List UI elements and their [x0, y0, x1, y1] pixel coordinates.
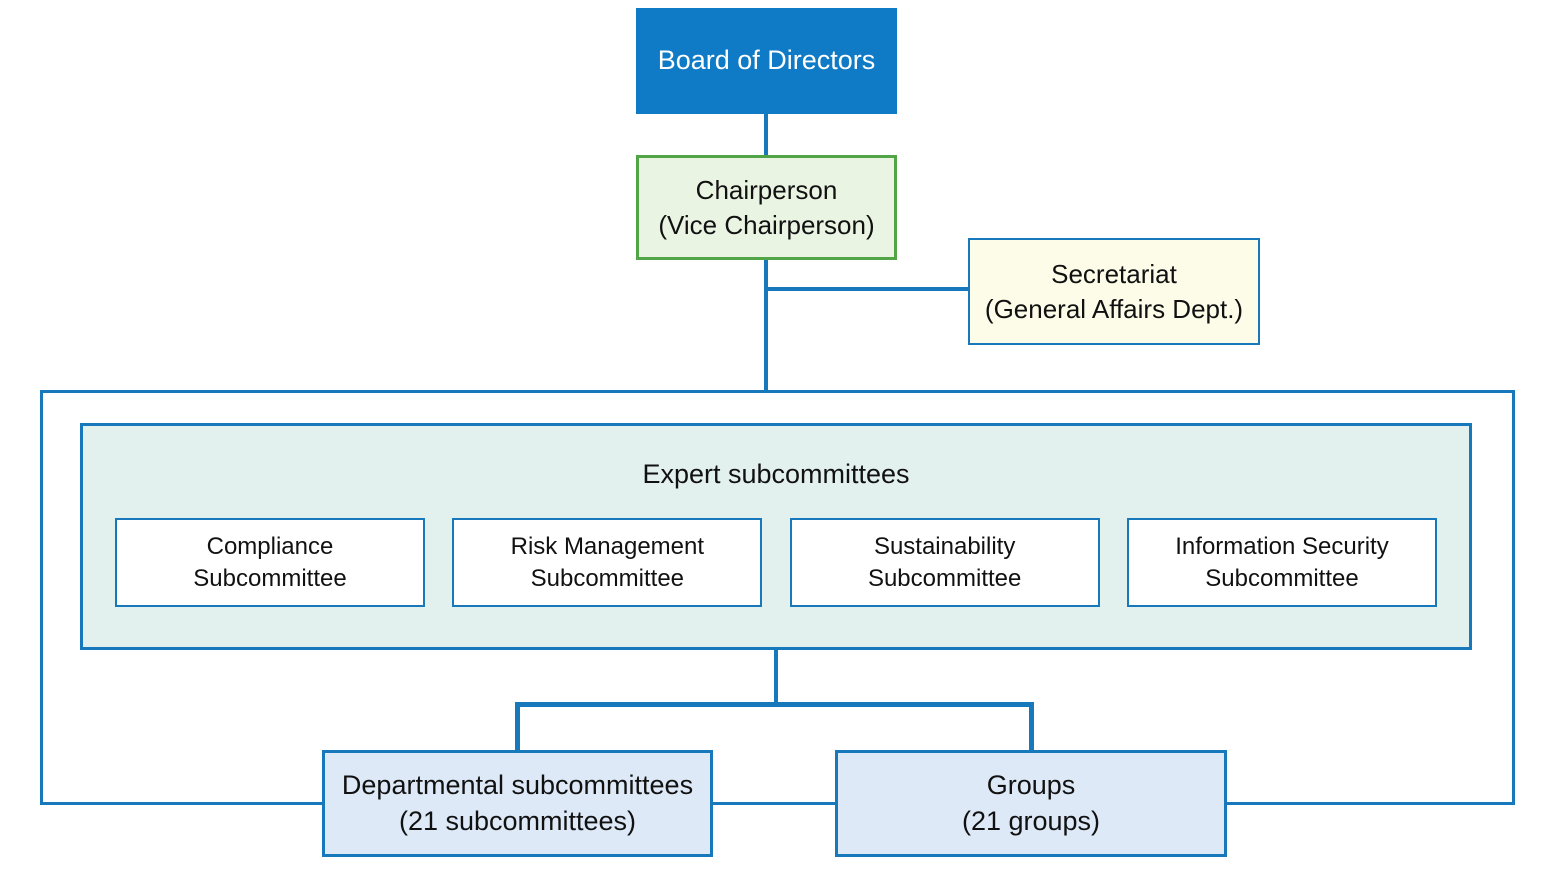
connector-branch-groups: [1029, 702, 1034, 750]
subcommittee-box-compliance: Compliance Subcommittee: [115, 518, 425, 607]
subcommittee-label-line2: Subcommittee: [530, 564, 685, 592]
groups-box: Groups (21 groups): [835, 750, 1227, 857]
subcommittee-label-line2: Subcommittee: [1205, 564, 1359, 592]
outer-frame: [40, 390, 1515, 805]
connector-branch-departmental: [515, 702, 520, 750]
groups-label-line1: Groups: [986, 769, 1076, 800]
secretariat-box: Secretariat (General Affairs Dept.): [968, 238, 1260, 345]
board-of-directors-label: Board of Directors: [657, 45, 876, 76]
chairperson-label-line1: Chairperson: [695, 175, 838, 206]
secretariat-label-line1: Secretariat: [1051, 259, 1177, 290]
subcommittee-label-line1: Risk Management: [510, 532, 705, 560]
expert-subcommittees-title: Expert subcommittees: [642, 459, 910, 489]
subcommittee-label-line1: Information Security: [1175, 532, 1389, 560]
groups-label-line2: (21 groups): [961, 805, 1101, 836]
subcommittee-box-risk-management: Risk Management Subcommittee: [452, 518, 763, 607]
connector-branch-horizontal: [515, 702, 1034, 707]
chairperson-label-line2: (Vice Chairperson): [658, 209, 875, 240]
secretariat-label-line2: (General Affairs Dept.): [984, 293, 1244, 324]
connector-chairperson-frame: [764, 260, 768, 392]
connector-secretariat: [766, 287, 968, 291]
subcommittee-row: Compliance Subcommittee Risk Management …: [83, 518, 1469, 607]
board-of-directors-box: Board of Directors: [636, 8, 897, 114]
departmental-subcommittees-box: Departmental subcommittees (21 subcommit…: [322, 750, 713, 857]
chairperson-box: Chairperson (Vice Chairperson): [636, 155, 897, 260]
connector-board-chairperson: [764, 114, 768, 155]
expert-subcommittees-panel: Expert subcommittees Compliance Subcommi…: [80, 423, 1472, 650]
subcommittee-box-sustainability: Sustainability Subcommittee: [789, 518, 1100, 607]
departmental-label-line2: (21 subcommittees): [398, 805, 637, 836]
subcommittee-label-line1: Compliance: [206, 532, 334, 560]
subcommittee-label-line2: Subcommittee: [867, 564, 1022, 592]
connector-panel-branch: [774, 650, 778, 705]
subcommittee-label-line2: Subcommittee: [193, 564, 347, 592]
subcommittee-label-line1: Sustainability: [873, 532, 1016, 560]
subcommittee-box-information-security: Information Security Subcommittee: [1126, 518, 1437, 607]
departmental-label-line1: Departmental subcommittees: [341, 769, 694, 800]
